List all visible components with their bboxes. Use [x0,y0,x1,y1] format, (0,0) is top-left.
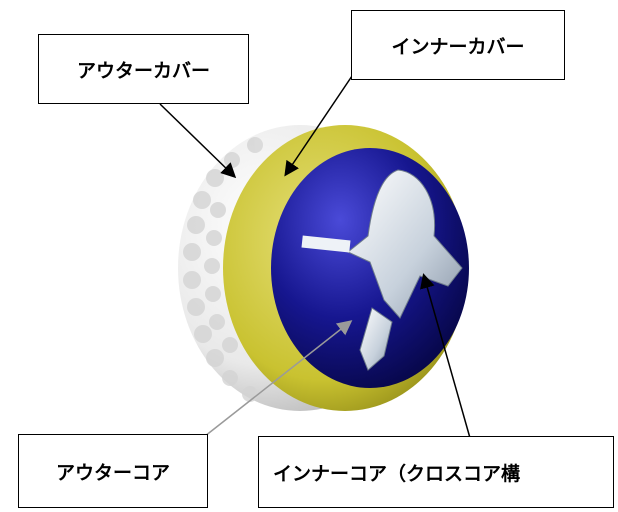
dimple-pattern [183,137,263,402]
label-outer-core: アウターコア [18,434,208,508]
leader-inner-cover [284,75,353,177]
label-outer-cover: アウターカバー [38,34,249,104]
leader-outer-core [199,320,353,441]
leader-outer-cover [159,103,237,179]
label-inner-core: インナーコア（クロスコア構 [258,436,614,508]
label-inner-cover: インナーカバー [351,10,565,80]
inner-core-cross [301,169,463,371]
leader-inner-core [420,273,471,439]
inner-core-stub [301,235,351,253]
